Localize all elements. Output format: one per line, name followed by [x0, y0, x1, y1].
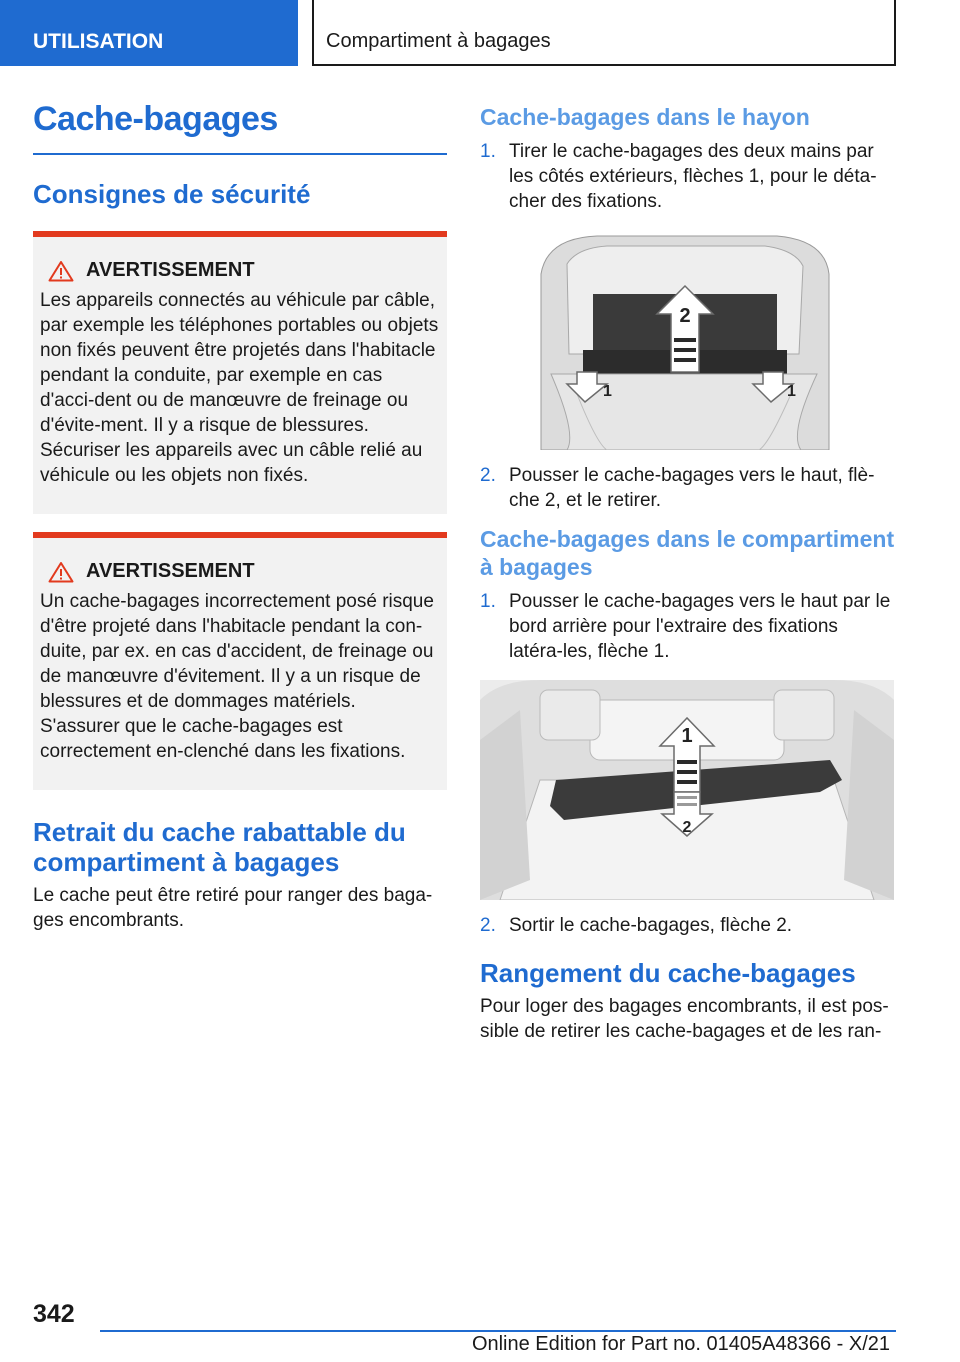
warning-label: AVERTISSEMENT — [86, 259, 255, 281]
left-column: Cache-bagages Consignes de sécurité AVER… — [33, 100, 447, 933]
arrow-down-icon: 2 — [660, 791, 714, 837]
svg-text:2: 2 — [683, 819, 692, 836]
step-text: Tirer le cache-bagages des deux mains pa… — [509, 141, 877, 212]
list-item: 2. Sortir le cache-bagages, flèche 2. — [480, 913, 895, 938]
arrow-up-icon: 2 — [655, 284, 715, 373]
step-text: Pousser le cache-bagages vers le haut pa… — [509, 591, 891, 662]
arrow-right-icon: 1 — [751, 371, 796, 404]
removal-text: Le cache peut être retiré pour ranger de… — [33, 885, 433, 931]
list-item: 1. Tirer le cache-bagages des deux mains… — [480, 139, 895, 214]
tailgate-steps: 1. Tirer le cache-bagages des deux mains… — [480, 139, 895, 214]
page-number: 342 — [33, 1300, 75, 1328]
page-title: Cache-bagages — [33, 100, 447, 155]
removal-heading: Retrait du cache rabattable du compartim… — [33, 817, 406, 877]
step-number: 2. — [480, 465, 496, 486]
tailgate-steps-continued: 2. Pousser le cache-bagages vers le haut… — [480, 463, 895, 513]
arrow-left-icon: 1 — [565, 371, 612, 404]
compartment-heading: Cache-bagages dans le compartiment à bag… — [480, 526, 895, 580]
svg-text:2: 2 — [679, 305, 690, 327]
warning-label: AVERTISSEMENT — [86, 560, 255, 582]
warning-triangle-icon — [48, 561, 74, 582]
warning-text: Un cache-bagages incorrectement posé ris… — [40, 591, 434, 762]
footer-divider — [100, 1330, 896, 1332]
compartment-cover-illustration: 1 2 — [480, 680, 894, 900]
step-text: Sortir le cache-bagages, flèche 2. — [509, 915, 793, 936]
tailgate-cover-illustration: 2 1 1 — [537, 234, 831, 450]
svg-text:1: 1 — [603, 383, 612, 400]
storage-heading: Rangement du cache-bagages — [480, 958, 856, 988]
compartment-steps: 1. Pousser le cache-bagages vers le haut… — [480, 589, 895, 664]
warning-box: AVERTISSEMENT Les appareils connectés au… — [33, 231, 447, 514]
safety-heading: Consignes de sécurité — [33, 179, 311, 209]
right-column: Cache-bagages dans le hayon 1. Tirer le … — [480, 103, 895, 1044]
step-number: 1. — [480, 141, 496, 162]
chapter-title: Compartiment à bagages — [312, 0, 896, 66]
tailgate-heading: Cache-bagages dans le hayon — [480, 104, 810, 130]
warning-text: Les appareils connectés au véhicule par … — [40, 290, 439, 486]
svg-text:1: 1 — [681, 725, 692, 747]
svg-text:1: 1 — [787, 383, 796, 400]
list-item: 2. Pousser le cache-bagages vers le haut… — [480, 463, 895, 513]
warning-triangle-icon — [48, 260, 74, 281]
storage-text: Pour loger des bagages encombrants, il e… — [480, 996, 889, 1042]
step-number: 2. — [480, 915, 496, 936]
section-tab[interactable]: UTILISATION — [0, 0, 298, 66]
warning-title: AVERTISSEMENT — [48, 259, 439, 282]
warning-box: AVERTISSEMENT Un cache-bagages incorrect… — [33, 532, 447, 790]
step-text: Pousser le cache-bagages vers le haut, f… — [509, 465, 875, 511]
compartment-steps-continued: 2. Sortir le cache-bagages, flèche 2. — [480, 913, 895, 938]
warning-title: AVERTISSEMENT — [48, 560, 439, 583]
list-item: 1. Pousser le cache-bagages vers le haut… — [480, 589, 895, 664]
step-number: 1. — [480, 591, 496, 612]
footer-edition: Online Edition for Part no. 01405A48366 … — [471, 1333, 890, 1355]
